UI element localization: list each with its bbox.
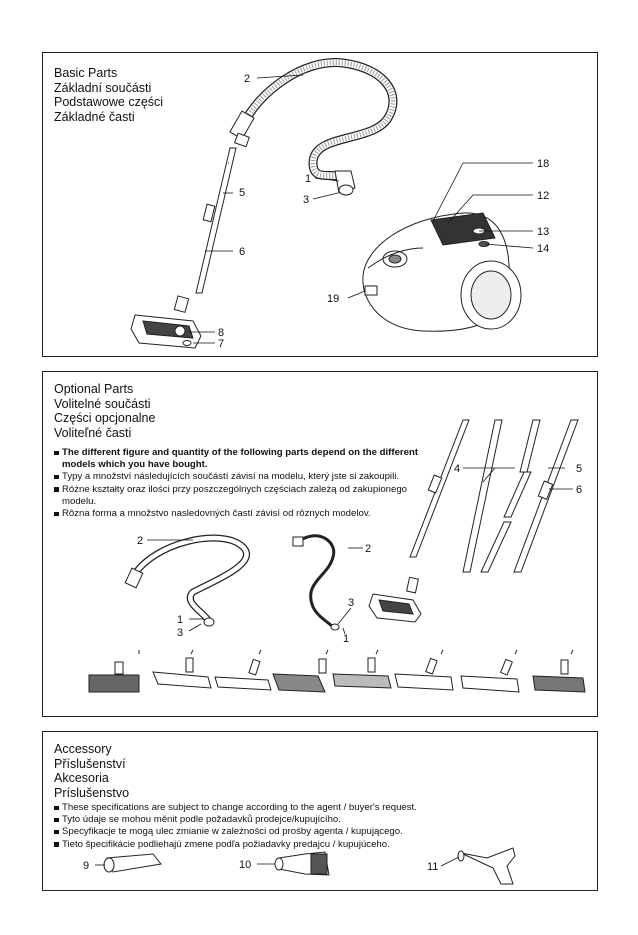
callout-14-cord-button: 14 bbox=[537, 243, 549, 255]
accessory-note-pl: Specyfikacje te mogą ulec zmianie w zale… bbox=[54, 826, 574, 838]
accessory-title-en: Accessory bbox=[54, 742, 112, 756]
callout-8-pedal: 8 bbox=[218, 327, 224, 339]
nozzle-variant-3 bbox=[214, 649, 272, 691]
optional-parts-illustration: 4 5 6 2 1 3 2 3 1 bbox=[88, 419, 586, 693]
optional-parts-panel: Optional Parts Volitelné součásti Części… bbox=[42, 371, 598, 717]
basic-title-en: Basic Parts bbox=[54, 66, 118, 80]
nozzle-variant-8 bbox=[532, 649, 586, 693]
floor-nozzle-illustration bbox=[130, 295, 202, 349]
basic-title-pl: Podstawowe części bbox=[54, 95, 164, 109]
opt-callout-2-hose-b: 2 bbox=[365, 543, 371, 555]
tube-set-right-illustration bbox=[513, 419, 579, 573]
nozzle-variant-1 bbox=[88, 650, 140, 693]
callout-6-tube: 6 bbox=[239, 246, 245, 258]
telescopic-tube-illustration bbox=[409, 419, 470, 558]
optional-note-pl: Różne kształty oraz ilości przy poszczeg… bbox=[54, 484, 434, 508]
callout-13-indicator: 13 bbox=[537, 226, 549, 238]
nozzle-variant-7 bbox=[460, 649, 520, 693]
optional-title-pl: Części opcjonalne bbox=[54, 411, 156, 425]
hose-b-illustration bbox=[292, 534, 340, 631]
optional-title-sk: Voliteľné časti bbox=[54, 425, 132, 440]
vacuum-body-illustration bbox=[362, 212, 522, 332]
accessory-callout-labels: 9 10 11 bbox=[83, 859, 438, 873]
nozzle-variant-5 bbox=[332, 649, 392, 689]
basic-title-sk: Základné časti bbox=[54, 109, 135, 124]
accessory-title-cs: Příslušenství bbox=[54, 756, 126, 771]
optional-note-cs: Typy a množství následujících součástí z… bbox=[54, 471, 434, 483]
callout-11-upholstery-tool: 11 bbox=[427, 861, 438, 873]
callout-9-crevice-tool: 9 bbox=[83, 860, 89, 872]
basic-parts-illustration: 2 1 3 5 6 8 7 18 12 13 14 19 bbox=[130, 58, 549, 350]
nozzle-variants-row bbox=[88, 649, 586, 693]
accessory-note-en: These specifications are subject to chan… bbox=[54, 802, 574, 814]
optional-notes: The different figure and quantity of the… bbox=[54, 447, 434, 520]
optional-title-cs: Volitelné součásti bbox=[54, 396, 151, 411]
opt-callout-3-hose-b-ring: 3 bbox=[348, 597, 354, 609]
accessory-title-sk: Príslušenstvo bbox=[54, 785, 130, 800]
opt-callout-3-hose-a-ring: 3 bbox=[177, 627, 183, 639]
opt-callout-2-hose-a: 2 bbox=[137, 535, 143, 547]
accessory-note-sk: Tieto špecifikácie podliehajú zmene podľ… bbox=[54, 839, 574, 851]
optional-title-en: Optional Parts bbox=[54, 382, 134, 396]
accessory-notes: These specifications are subject to chan… bbox=[54, 802, 574, 851]
basic-parts-heading: Basic Parts Základní součásti Podstawowe… bbox=[54, 66, 163, 124]
accessory-panel: Accessory Příslušenství Akcesoria Príslu… bbox=[42, 731, 598, 891]
dusting-brush-illustration bbox=[274, 851, 330, 876]
nozzle-variant-2 bbox=[152, 649, 212, 689]
opt-callout-1-hose-a-end: 1 bbox=[177, 614, 183, 626]
nozzle-variant-4 bbox=[272, 649, 329, 693]
accessory-leaders bbox=[95, 856, 460, 867]
basic-leaders bbox=[189, 74, 534, 344]
optional-floor-nozzle-illustration bbox=[368, 576, 422, 623]
optional-parts-heading: Optional Parts Volitelné součásti Części… bbox=[54, 382, 155, 440]
tube-set-illustration bbox=[462, 419, 541, 573]
callout-7-floor-nozzle: 7 bbox=[218, 338, 224, 350]
opt-callout-5-tube-slider: 5 bbox=[576, 463, 582, 475]
crevice-tool-illustration bbox=[103, 853, 162, 873]
callout-10-dusting-brush: 10 bbox=[239, 859, 251, 871]
callout-1-hose-end: 1 bbox=[305, 173, 311, 185]
callout-12-lid: 12 bbox=[537, 190, 549, 202]
accessory-title-pl: Akcesoria bbox=[54, 771, 109, 785]
opt-callout-6-tube-clip: 6 bbox=[576, 484, 582, 496]
nozzle-variant-6 bbox=[394, 649, 454, 691]
callout-18-handle: 18 bbox=[537, 158, 549, 170]
opt-callout-4-tube-set: 4 bbox=[454, 463, 460, 475]
callout-19-power-switch: 19 bbox=[327, 293, 339, 305]
opt-callout-1-hose-b-end: 1 bbox=[343, 633, 349, 645]
optional-callout-labels: 4 5 6 2 1 3 2 3 1 bbox=[137, 463, 582, 645]
callout-3-grip-ring: 3 bbox=[303, 194, 309, 206]
basic-callout-labels: 2 1 3 5 6 8 7 18 12 13 14 19 bbox=[218, 73, 549, 350]
basic-title-cs: Základní součásti bbox=[54, 80, 152, 95]
upholstery-tool-illustration bbox=[457, 847, 516, 885]
tube-illustration bbox=[195, 147, 237, 294]
accessory-heading: Accessory Příslušenství Akcesoria Príslu… bbox=[54, 742, 129, 800]
hose-a-illustration bbox=[124, 534, 250, 627]
hose-illustration bbox=[229, 58, 398, 196]
optional-leaders bbox=[147, 467, 573, 635]
accessory-note-cs: Tyto údaje se mohou měnit podle požadavk… bbox=[54, 814, 574, 826]
optional-note-en: The different figure and quantity of the… bbox=[54, 447, 434, 471]
basic-parts-panel: Basic Parts Základní součásti Podstawowe… bbox=[42, 52, 598, 357]
optional-note-sk: Rôzna forma a množstvo nasledovných čast… bbox=[54, 508, 434, 520]
callout-2-hose: 2 bbox=[244, 73, 250, 85]
accessory-illustration: 9 10 11 bbox=[83, 847, 516, 885]
callout-5-tube-slider: 5 bbox=[239, 187, 245, 199]
